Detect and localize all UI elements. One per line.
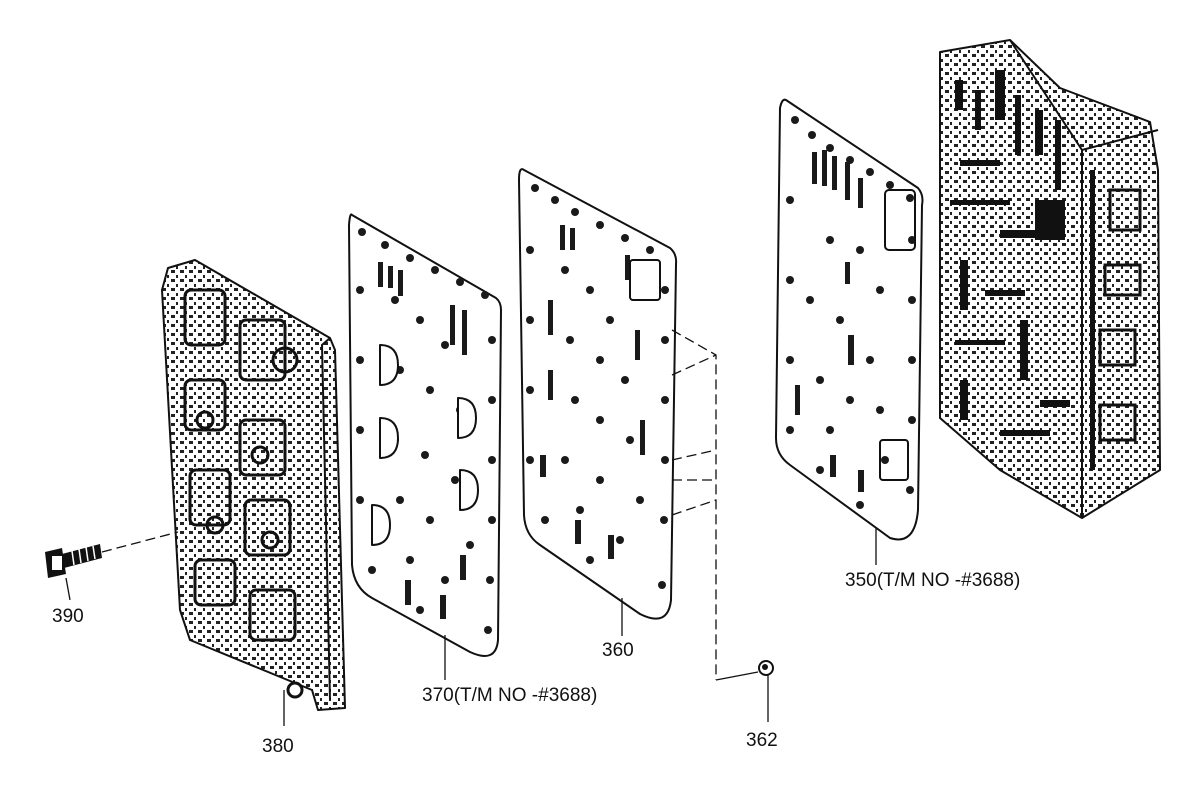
assembly-lines [101, 329, 759, 681]
bolt-390-part [45, 544, 102, 578]
valve-body-part [939, 39, 1161, 519]
leader-lines [65, 528, 877, 726]
lower-valve-body-380-part [161, 259, 346, 711]
label-390: 390 [52, 606, 84, 627]
label-360: 360 [602, 640, 634, 661]
check-ball-362-part [758, 660, 774, 676]
label-370: 370(T/M NO -#3688) [422, 685, 597, 706]
gasket-370-part [348, 213, 502, 657]
label-380: 380 [262, 736, 294, 757]
separator-plate-360-part [518, 168, 678, 620]
label-350: 350(T/M NO -#3688) [845, 570, 1020, 591]
gasket-350-part [775, 98, 924, 541]
label-362: 362 [746, 730, 778, 751]
